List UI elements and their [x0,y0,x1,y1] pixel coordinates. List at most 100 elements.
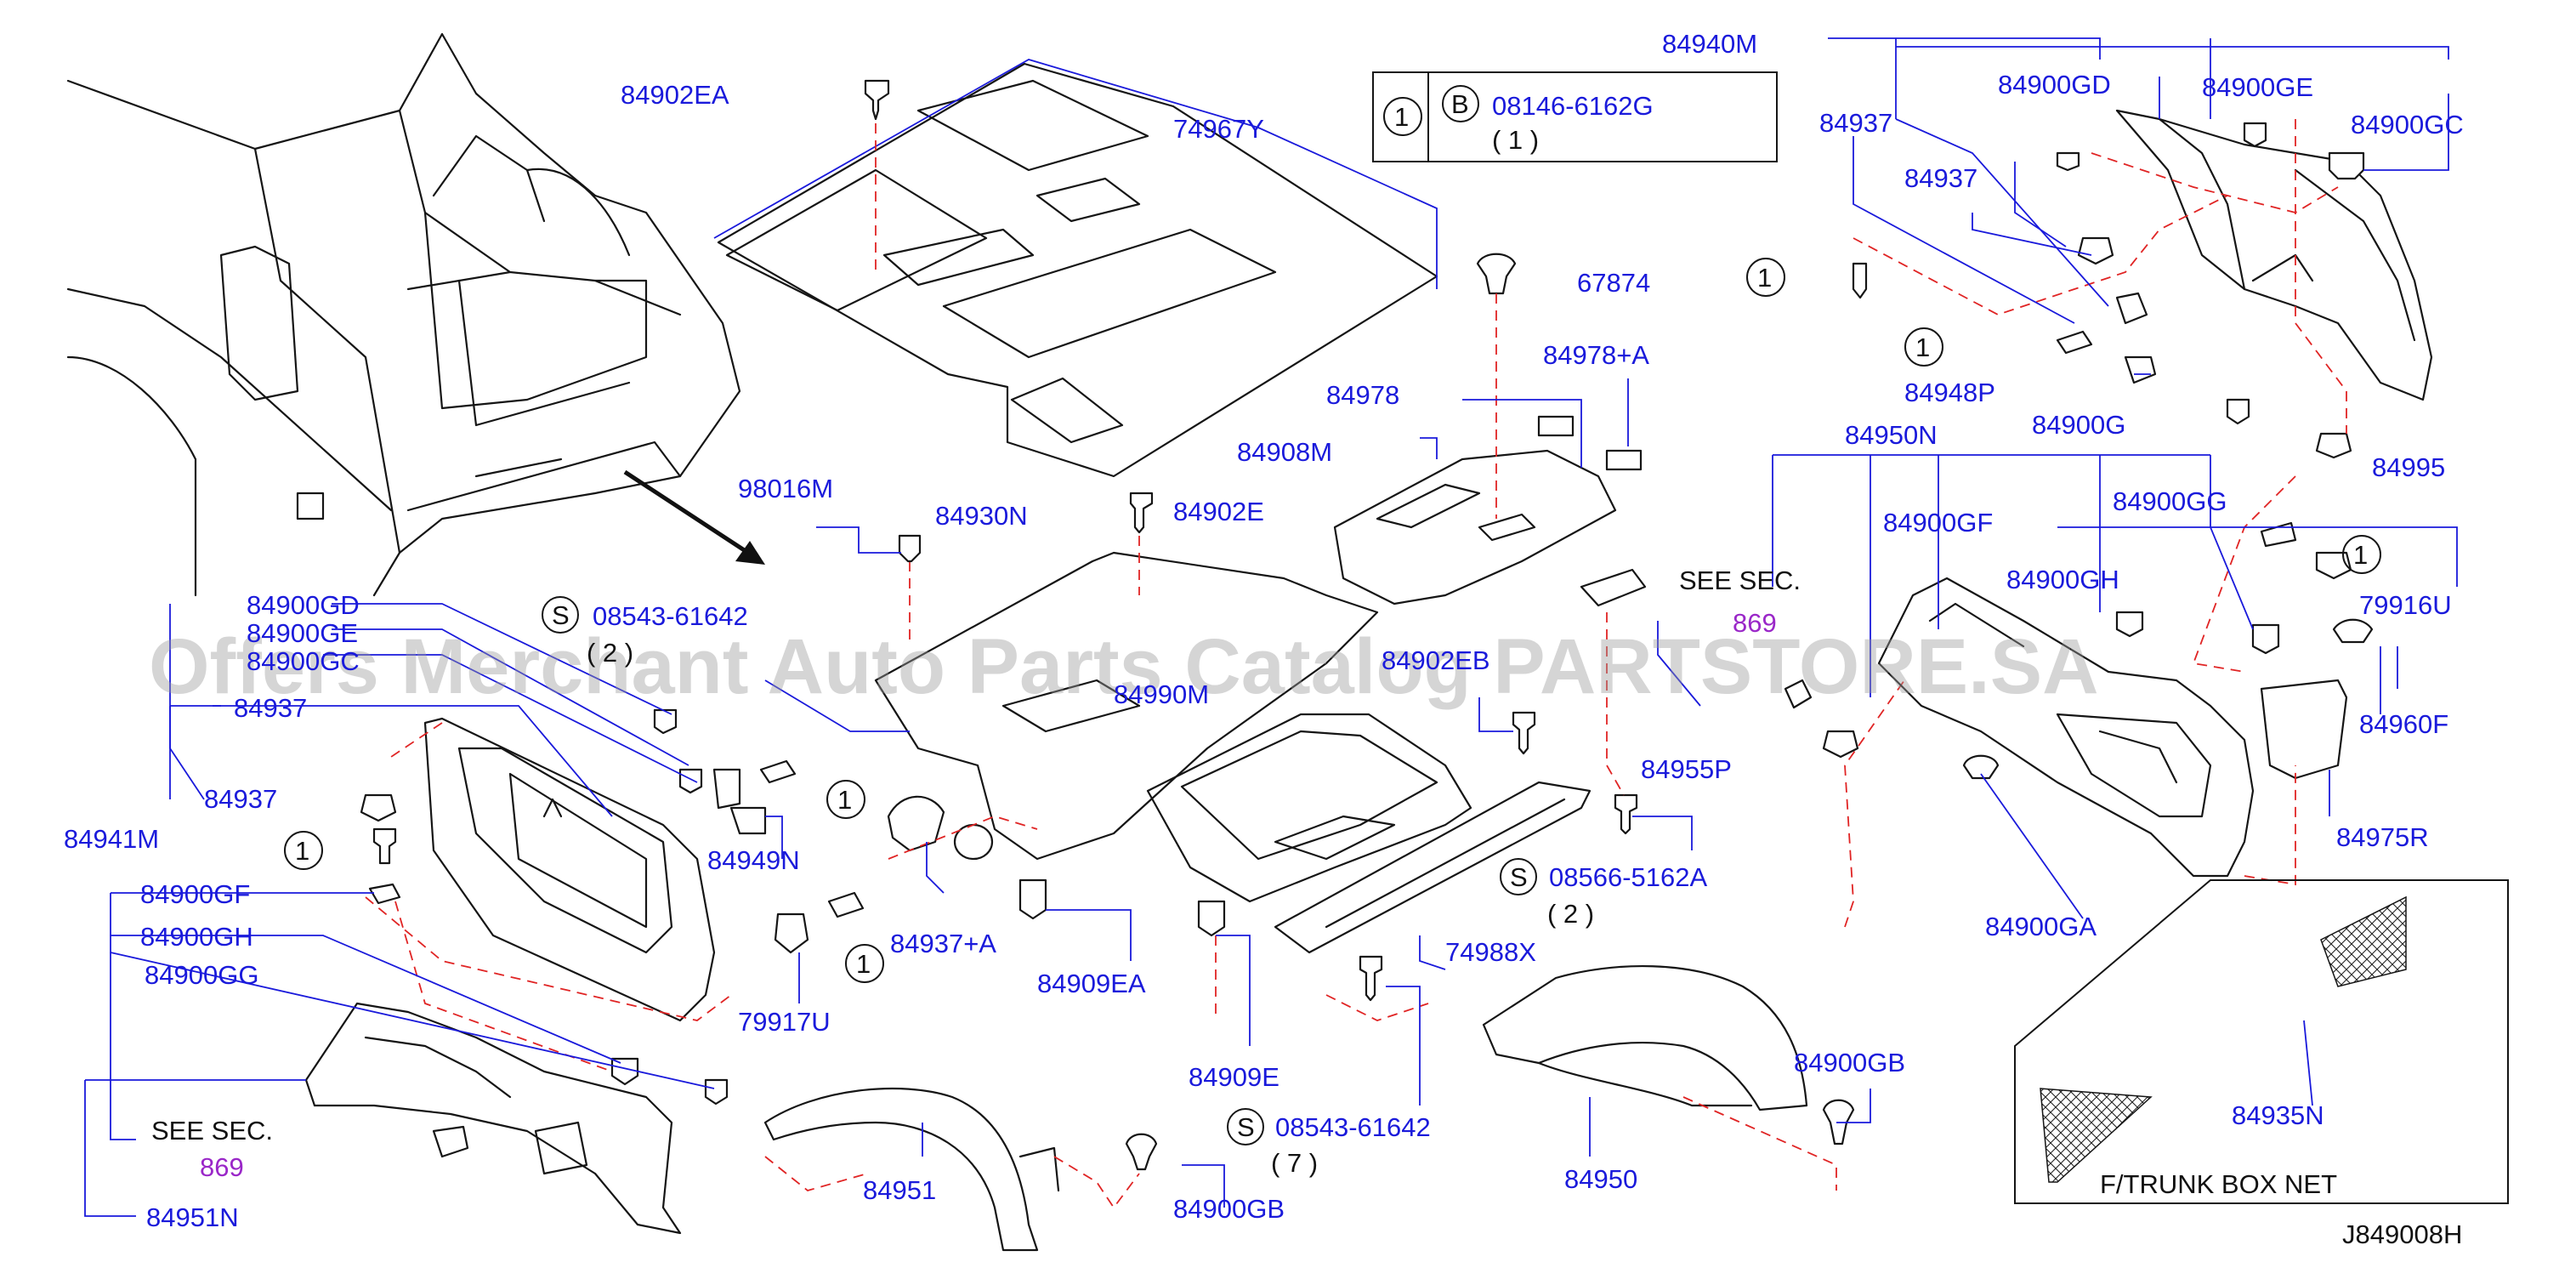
screw-s-number-a[interactable]: 08543-61642 [593,601,748,631]
callout-98016M[interactable]: 98016M [738,474,833,503]
callout-84937-a[interactable]: 84937 [1819,108,1892,138]
callout-74967Y[interactable]: 74967Y [1173,114,1264,144]
callout-84902EA[interactable]: 84902EA [621,80,729,110]
dash-84955P [1606,612,1625,796]
callout-84948P[interactable]: 84948P [1904,378,1995,407]
dash-right-upper-2 [2091,152,2339,213]
callout-67874[interactable]: 67874 [1577,268,1650,298]
clip-84900GH-right-icon [2115,611,2144,638]
callout-84900GE-b[interactable]: 84900GE [247,618,358,648]
direction-arrowhead-icon [735,541,765,565]
callout-84937-d[interactable]: 84937 [204,784,277,814]
callout-84900G[interactable]: 84900G [2032,410,2125,440]
callout-84900GC-a[interactable]: 84900GC [2351,110,2464,139]
callout-84900GG-a[interactable]: 84900GG [2113,486,2227,516]
screw-s-number-b[interactable]: 08566-5162A [1549,862,1707,892]
callout-84900GB-a[interactable]: 84900GB [1794,1048,1905,1077]
screw-s-qty-c: ( 7 ) [1271,1148,1318,1178]
callout-84950N[interactable]: 84950N [1845,420,1938,450]
see-sec-left-number[interactable]: 869 [200,1152,244,1182]
clip-84937-icon [360,793,397,822]
callout-84909EA[interactable]: 84909EA [1037,969,1146,998]
clip-84900GG-right-icon [2251,623,2280,655]
callout-84900GG-b[interactable]: 84900GG [145,960,258,990]
callout-84950[interactable]: 84950 [1564,1164,1637,1194]
callout-84990M[interactable]: 84990M [1114,679,1209,709]
clip-84995-icon [2315,432,2352,459]
clip-84900G-icon [2124,355,2157,384]
bolt-b-number[interactable]: 08146-6162G [1492,91,1654,121]
bolt-spec-box [1372,71,1778,162]
screw-s-letter-b: S [1510,862,1528,892]
callout-84900GH-b[interactable]: 84900GH [140,922,253,952]
callout-84951N[interactable]: 84951N [146,1202,239,1232]
callout-84978[interactable]: 84978 [1326,380,1399,410]
callout-84995[interactable]: 84995 [2372,452,2445,482]
clip-84900GE-right-icon [2243,122,2267,148]
bracket-84949N-icon [729,806,767,835]
floor-board-84930N [874,551,1379,861]
callout-84909E[interactable]: 84909E [1189,1062,1279,1092]
bolt-79917U-icon [827,891,865,918]
wheelhouse-liner-84950 [1482,964,1808,1111]
ref-marker-1: 1 [1915,333,1930,362]
screw-s-qty-a: ( 2 ) [587,638,633,668]
callout-84930N[interactable]: 84930N [935,501,1028,531]
clip-84902E-icon [1129,492,1154,534]
clip-84900GC-right-icon [2328,151,2365,180]
callout-84900GF-a[interactable]: 84900GF [1883,508,1993,537]
cap-84937A-icon [887,795,945,852]
luggage-floor-mat [717,62,1438,478]
screw-s-number-c[interactable]: 08543-61642 [1275,1112,1431,1142]
callout-74988X[interactable]: 74988X [1445,937,1536,967]
screw-08543-icon [1359,955,1383,1002]
bolt-b-qty: ( 1 ) [1492,125,1539,155]
callout-84900GB-b[interactable]: 84900GB [1173,1194,1285,1224]
callout-84937-b[interactable]: 84937 [1904,163,1977,193]
callout-84908M[interactable]: 84908M [1237,437,1332,467]
callout-84900GH-a[interactable]: 84900GH [2006,565,2119,594]
dash-left-panel [365,896,732,1021]
storage-tub-84990M [1146,713,1472,903]
bolt-84937-icon [372,827,397,865]
ref-marker-1: 1 [837,785,852,815]
callout-84900GF-b[interactable]: 84900GF [140,879,250,909]
ref-marker-1: 1 [856,949,871,979]
callout-84949N[interactable]: 84949N [707,845,800,875]
dash-84950 [1682,1096,1837,1191]
callout-84900GA[interactable]: 84900GA [1985,912,2097,941]
dash-right-upper-3 [2295,119,2347,434]
right-upper-trim-84940M [2115,109,2433,401]
callout-84900GC-b[interactable]: 84900GC [247,646,360,676]
watermark-text: Offers Merchant Auto Parts Catalog PARTS… [149,623,2099,710]
callout-84941M[interactable]: 84941M [64,824,159,854]
callout-84935N[interactable]: 84935N [2232,1100,2324,1130]
callout-84900GD-a[interactable]: 84900GD [1998,70,2111,99]
callout-84900GE-a[interactable]: 84900GE [2202,72,2313,102]
callout-84902E[interactable]: 84902E [1173,497,1264,526]
clip-79917U-icon [774,912,809,954]
see-section-notes: SEE SEC. 869 SEE SEC. 869 [151,566,1801,1182]
see-sec-left-label: SEE SEC. [151,1116,273,1145]
callout-84902EB[interactable]: 84902EB [1382,645,1490,675]
callout-84955P[interactable]: 84955P [1641,754,1732,784]
callout-84900GD-b[interactable]: 84900GD [247,590,360,620]
callout-84937A[interactable]: 84937+A [890,929,996,958]
callout-84940M[interactable]: 84940M [1662,29,1757,59]
callout-84937-c[interactable]: 84937 [234,693,307,723]
clip-84900GD-icon [653,708,678,735]
clip-84949N-icon [712,768,741,810]
see-sec-right-number[interactable]: 869 [1733,608,1777,638]
callout-84978A[interactable]: 84978+A [1543,340,1649,370]
dash-right-upper [1853,195,2228,316]
callout-labels: 84902EA 74967Y 84940M 84937 84900GD 8490… [64,29,2464,1232]
callout-84975R[interactable]: 84975R [2336,822,2429,852]
callout-79917U[interactable]: 79917U [738,1007,831,1037]
callout-79916U[interactable]: 79916U [2359,590,2452,620]
callout-84960F[interactable]: 84960F [2359,709,2448,739]
callout-84951[interactable]: 84951 [863,1175,936,1205]
dash-rail [1325,994,1429,1021]
clip-67874-icon [1476,253,1517,295]
inset-trunk-box-net [2014,879,2509,1204]
dash-84937A [888,816,1038,860]
